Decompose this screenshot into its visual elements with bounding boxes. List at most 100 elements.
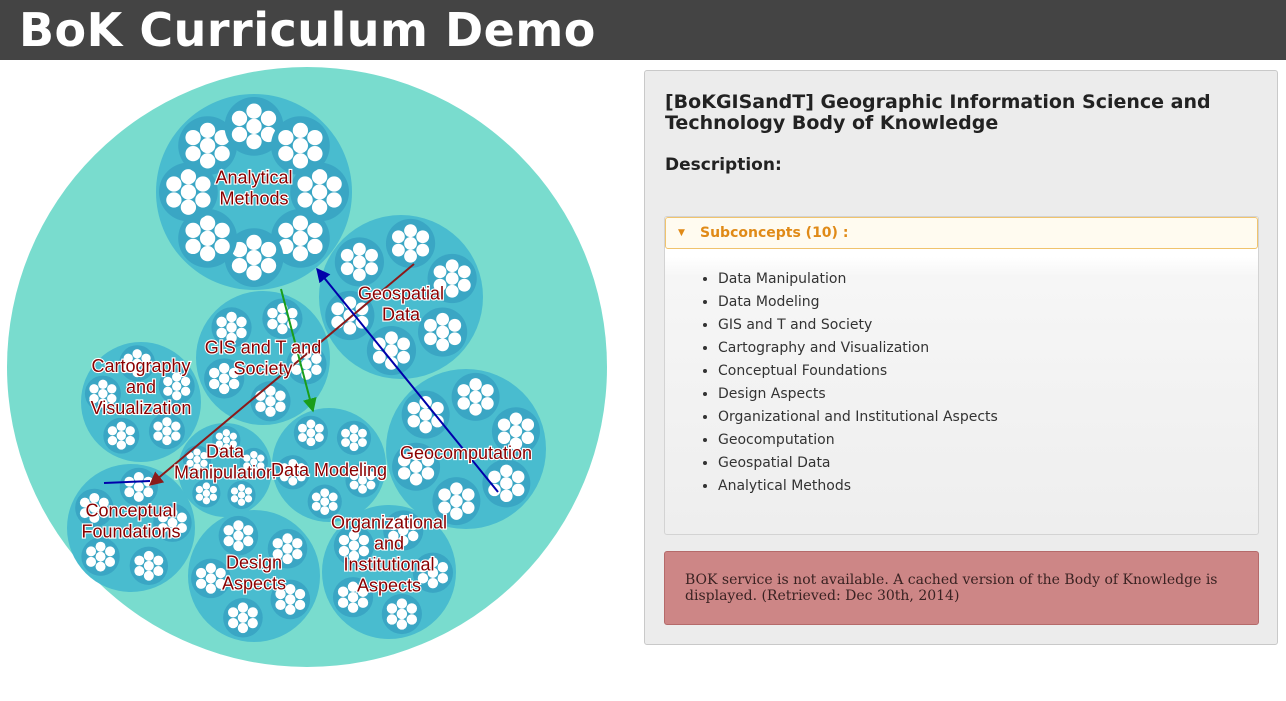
leaf-concept[interactable] (424, 318, 437, 332)
leaf-concept[interactable] (246, 134, 262, 150)
subconcept-cluster[interactable] (336, 420, 372, 455)
leaf-concept[interactable] (214, 222, 230, 239)
leaf-concept[interactable] (398, 514, 409, 526)
leaf-concept[interactable] (133, 471, 144, 482)
subconcept-cluster[interactable] (227, 480, 256, 510)
leaf-concept[interactable] (98, 497, 109, 508)
leaf-concept[interactable] (421, 453, 435, 467)
leaf-concept[interactable] (246, 265, 262, 281)
leaf-concept[interactable] (417, 562, 429, 573)
leaf-concept[interactable] (488, 483, 501, 497)
concept-group-analytical[interactable] (156, 94, 352, 290)
leaf-concept[interactable] (457, 265, 471, 279)
subconcept-cluster[interactable] (491, 407, 540, 456)
leaf-concept[interactable] (407, 414, 421, 428)
leaf-concept[interactable] (292, 153, 309, 169)
subconcept-item[interactable]: Analytical Methods (718, 475, 998, 498)
leaf-concept[interactable] (162, 435, 172, 446)
leaf-concept[interactable] (214, 238, 230, 255)
leaf-concept[interactable] (89, 492, 100, 503)
leaf-concept[interactable] (326, 192, 342, 208)
subconcept-cluster[interactable] (432, 477, 481, 526)
leaf-concept[interactable] (427, 567, 439, 578)
leaf-concept[interactable] (294, 588, 306, 600)
leaf-concept[interactable] (338, 545, 350, 557)
subconcept-cluster[interactable] (239, 447, 268, 477)
leaf-concept[interactable] (297, 192, 313, 208)
leaf-concept[interactable] (195, 578, 207, 589)
leaf-concept[interactable] (209, 493, 218, 501)
leaf-concept[interactable] (291, 364, 302, 375)
leaf-concept[interactable] (445, 284, 459, 298)
leaf-concept[interactable] (397, 453, 411, 467)
leaf-concept[interactable] (437, 562, 449, 573)
subconcept-cluster[interactable] (158, 368, 195, 405)
leaf-concept[interactable] (424, 332, 437, 346)
leaf-concept[interactable] (223, 535, 234, 547)
leaf-concept[interactable] (450, 494, 463, 508)
leaf-concept[interactable] (233, 540, 244, 552)
leaf-concept[interactable] (340, 248, 354, 262)
leaf-concept[interactable] (79, 497, 90, 508)
leaf-concept[interactable] (176, 522, 187, 533)
leaf-concept[interactable] (404, 237, 417, 250)
leaf-concept[interactable] (488, 470, 501, 484)
leaf-concept[interactable] (107, 426, 118, 436)
leaf-concept[interactable] (98, 379, 108, 390)
leaf-concept[interactable] (307, 238, 323, 255)
leaf-concept[interactable] (246, 249, 262, 266)
leaf-concept[interactable] (167, 527, 178, 538)
leaf-concept[interactable] (243, 525, 254, 536)
leaf-concept[interactable] (288, 458, 298, 468)
leaf-concept[interactable] (509, 437, 523, 450)
leaf-concept[interactable] (193, 448, 201, 456)
leaf-concept[interactable] (385, 344, 398, 357)
leaf-concept[interactable] (416, 230, 430, 244)
leaf-concept[interactable] (349, 424, 359, 434)
leaf-concept[interactable] (397, 337, 411, 351)
leaf-concept[interactable] (278, 222, 294, 239)
concept-group-geospatial[interactable] (319, 215, 483, 379)
subconcept-cluster[interactable] (153, 503, 192, 542)
subconcept-cluster[interactable] (392, 442, 441, 491)
leaf-concept[interactable] (278, 129, 294, 146)
leaf-concept[interactable] (237, 622, 249, 634)
leaf-concept[interactable] (143, 560, 154, 571)
leaf-concept[interactable] (195, 485, 204, 494)
leaf-concept[interactable] (349, 442, 359, 452)
leaf-concept[interactable] (497, 418, 511, 431)
leaf-concept[interactable] (214, 145, 230, 162)
leaf-concept[interactable] (421, 467, 435, 480)
leaf-concept[interactable] (89, 512, 100, 523)
leaf-concept[interactable] (229, 440, 237, 448)
leaf-concept[interactable] (199, 137, 216, 154)
leaf-concept[interactable] (195, 567, 207, 579)
leaf-concept[interactable] (521, 431, 535, 445)
leaf-concept[interactable] (347, 591, 359, 603)
leaf-concept[interactable] (348, 529, 360, 541)
leaf-concept[interactable] (292, 548, 303, 560)
leaf-concept[interactable] (358, 484, 367, 494)
leaf-concept[interactable] (185, 238, 201, 255)
leaf-concept[interactable] (107, 384, 117, 394)
leaf-concept[interactable] (288, 476, 298, 486)
leaf-concept[interactable] (185, 222, 201, 239)
leaf-concept[interactable] (314, 433, 324, 442)
leaf-concept[interactable] (205, 583, 217, 594)
leaf-concept[interactable] (398, 525, 409, 536)
leaf-concept[interactable] (292, 538, 303, 549)
leaf-concept[interactable] (436, 325, 450, 339)
leaf-concept[interactable] (215, 567, 226, 579)
leaf-concept[interactable] (511, 470, 525, 484)
subconcept-cluster[interactable] (250, 381, 291, 422)
leaf-concept[interactable] (205, 562, 217, 574)
leaf-concept[interactable] (209, 367, 220, 379)
leaf-concept[interactable] (297, 176, 313, 192)
leaf-concept[interactable] (231, 126, 248, 143)
leaf-concept[interactable] (397, 350, 411, 364)
leaf-concept[interactable] (193, 455, 201, 464)
leaf-concept[interactable] (481, 397, 494, 410)
subconcept-cluster[interactable] (148, 413, 185, 450)
leaf-concept[interactable] (257, 454, 265, 462)
leaf-concept[interactable] (292, 122, 309, 139)
